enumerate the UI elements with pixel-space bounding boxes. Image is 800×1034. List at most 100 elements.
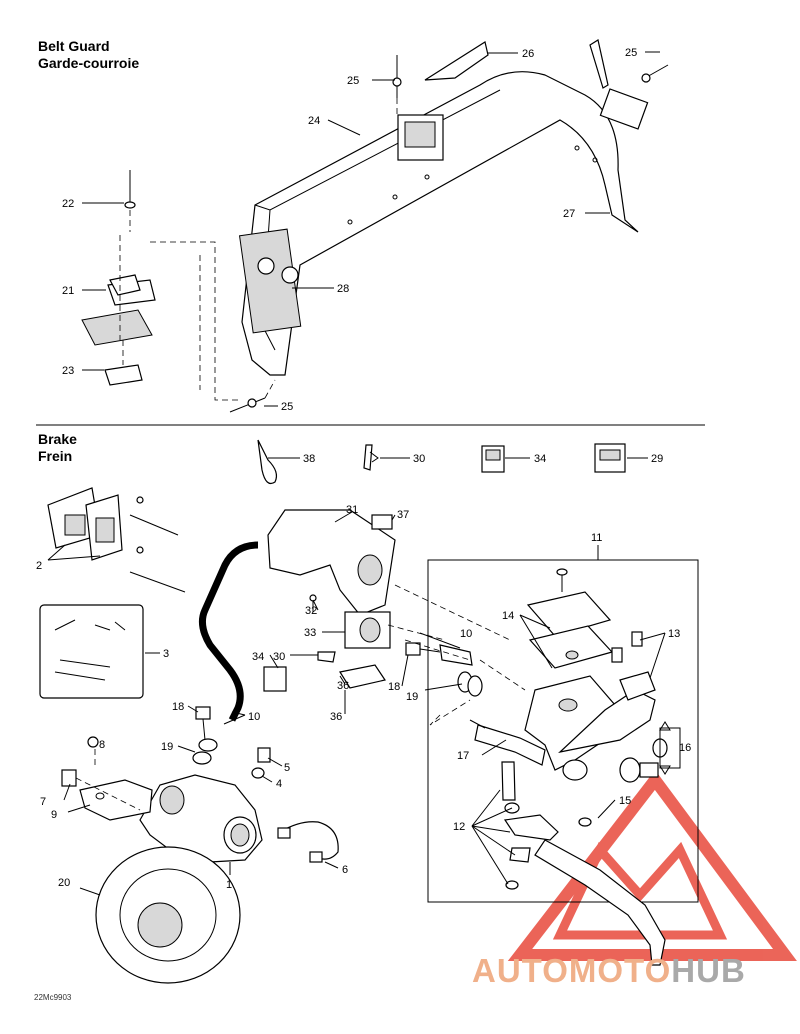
callout-38: 38: [303, 453, 315, 465]
bolt-7: [61, 769, 77, 787]
nut-8: [87, 736, 99, 748]
callout-26: 26: [522, 48, 534, 60]
washers-19-lower: [192, 738, 218, 765]
bracket-21: [107, 274, 156, 306]
callout-24: 24: [308, 115, 320, 127]
callout-20: 20: [58, 877, 70, 889]
switch-16: [652, 727, 681, 769]
screws-13: [611, 631, 656, 701]
switch-33: [344, 611, 391, 649]
callout-4: 4: [276, 778, 282, 790]
callout-29: 29: [651, 453, 663, 465]
pushrod-17: [469, 719, 546, 766]
brake-guides: [75, 584, 526, 811]
callout-34-top: 34: [534, 453, 546, 465]
pad-21: [81, 309, 153, 346]
callout-21: 21: [62, 285, 74, 297]
callout-14: 14: [502, 610, 514, 622]
callout-2: 2: [36, 560, 42, 572]
watermark-part2: HUB: [671, 952, 746, 989]
nut-4: [251, 767, 265, 779]
lever-pivot-12: [501, 761, 559, 890]
retainer-6: [277, 821, 339, 863]
rivet-25-bottom: [229, 379, 276, 413]
callout-23: 23: [62, 365, 74, 377]
cable-tie-38: [257, 439, 278, 485]
bracket-36: [339, 664, 386, 689]
watermark-part1: AUTOMOTO: [472, 952, 672, 989]
bracket-upper: [397, 114, 444, 161]
callout-5: 5: [284, 762, 290, 774]
rivet-25-top: [392, 55, 402, 115]
callout-10-upper: 10: [460, 628, 472, 640]
callout-22: 22: [62, 198, 74, 210]
callout-30-top: 30: [413, 453, 425, 465]
decal-26: [424, 41, 489, 81]
callout-33: 33: [304, 627, 316, 639]
screw-14: [556, 568, 568, 592]
caliper-1: [139, 774, 263, 863]
brake-pads-2: [47, 487, 186, 593]
callout-34-mid: 34: [252, 651, 264, 663]
callout-11: 11: [591, 532, 602, 544]
belt-guard-title-en: Belt Guard: [38, 38, 110, 54]
callout-18-lower: 18: [172, 701, 184, 713]
callout-1: 1: [226, 879, 232, 891]
clip-25-right: [589, 39, 669, 130]
decal-37: [371, 514, 393, 530]
callout-25-right: 25: [625, 47, 637, 59]
belt-guard-title: Belt Guard Garde-courroie: [38, 38, 139, 72]
callout-36-upper: 36: [337, 680, 349, 692]
callout-28: 28: [337, 283, 349, 295]
banjo-bolt-18-lower: [195, 706, 211, 741]
brake-title-fr: Frein: [38, 448, 73, 464]
brake-hose: [198, 541, 259, 722]
brake-lever: [534, 839, 666, 966]
belt-guard-leaders: [82, 51, 660, 407]
callout-36-lower: 36: [330, 711, 342, 723]
callout-32: 32: [305, 605, 317, 617]
callout-27: 27: [563, 208, 575, 220]
brake-disc-20: [95, 846, 241, 984]
washers-19-upper: [457, 671, 483, 697]
watermark: AUTOMOTOHUB: [472, 952, 746, 990]
callout-16: 16: [679, 742, 691, 754]
callout-12: 12: [453, 821, 465, 833]
rivet-22: [124, 170, 136, 232]
connector-34-mid: [263, 666, 287, 692]
callout-31: 31: [346, 504, 358, 516]
callout-25-top: 25: [347, 75, 359, 87]
clip-30-mid: [317, 651, 336, 663]
belt-guard-guides: [119, 235, 240, 401]
callout-37: 37: [397, 509, 409, 521]
master-cylinder-group-box: [427, 559, 699, 903]
belt-guard-title-fr: Garde-courroie: [38, 55, 140, 71]
connector-34-top: [481, 445, 505, 473]
clip-30-top: [363, 444, 379, 471]
callout-15: 15: [619, 795, 631, 807]
connector-29: [594, 443, 626, 473]
callout-7: 7: [40, 796, 46, 808]
hardware-kit-3: [39, 604, 144, 699]
callout-25-bottom: 25: [281, 401, 293, 413]
banjo-bolt-18-upper: [405, 642, 473, 666]
parts-15: [578, 757, 659, 827]
plate-23: [104, 340, 143, 386]
callout-3: 3: [163, 648, 169, 660]
callout-19-upper: 19: [406, 691, 418, 703]
callout-17: 17: [457, 750, 469, 762]
brake-title-en: Brake: [38, 431, 77, 447]
callout-8: 8: [99, 739, 105, 751]
callout-13: 13: [668, 628, 680, 640]
brake-leaders: [47, 511, 666, 896]
brake-title: Brake Frein: [38, 431, 77, 465]
callout-30-mid: 30: [273, 651, 285, 663]
callout-18-upper: 18: [388, 681, 400, 693]
callout-19-lower: 19: [161, 741, 173, 753]
callout-6: 6: [342, 864, 348, 876]
housing-31: [267, 509, 396, 616]
figure-id: 22Mc9903: [34, 993, 72, 1002]
master-cylinder: [524, 591, 656, 781]
